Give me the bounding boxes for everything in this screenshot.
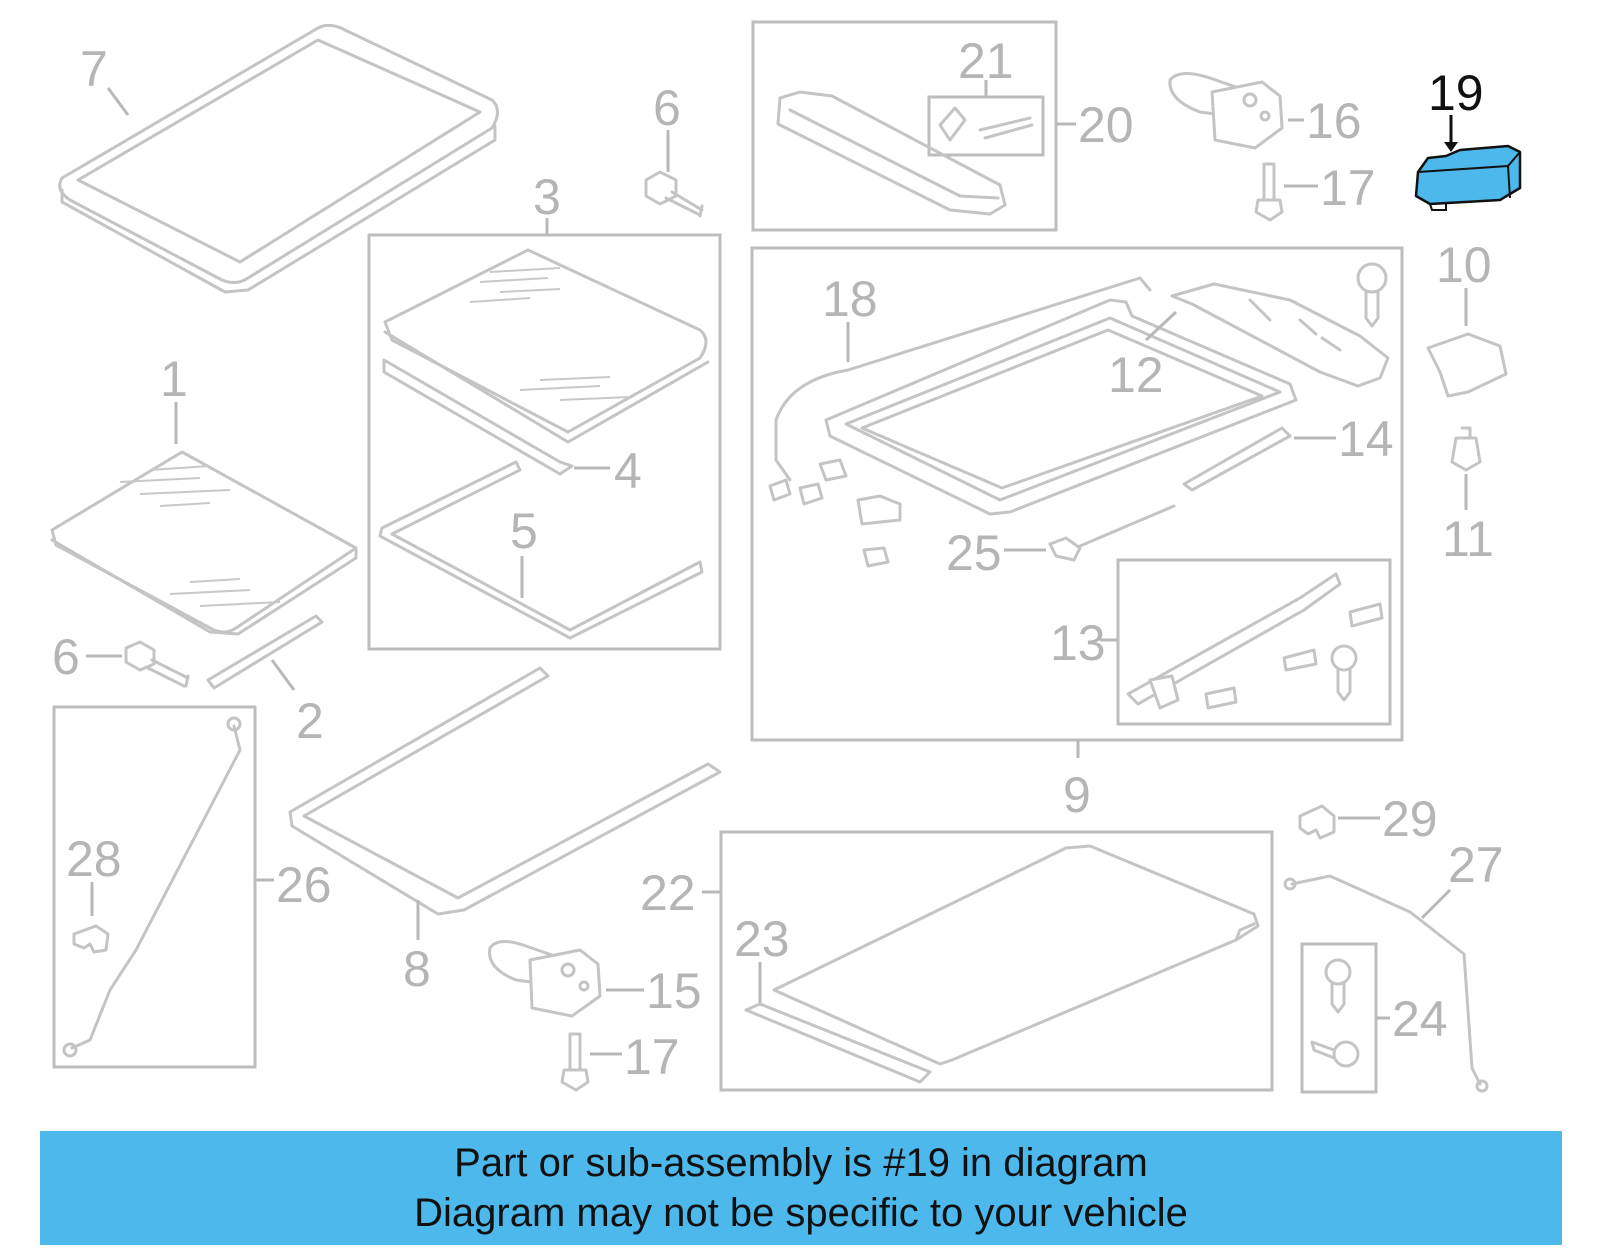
part-6-bolt-top [644,170,704,218]
label-20: 20 [1078,97,1134,153]
label-10: 10 [1436,237,1492,293]
label-22: 22 [640,865,696,921]
label-3: 3 [533,169,561,225]
part-22-sunshade [772,844,1260,1066]
part-6-bolt-left [124,640,190,688]
label-2: 2 [296,693,324,749]
part-7-glass-frame [58,23,499,294]
label-21: 21 [958,33,1014,89]
banner-line-1: Part or sub-assembly is #19 in diagram [454,1141,1148,1185]
box-20 [751,20,1058,232]
part-8-weatherstrip [288,666,722,916]
part-24-screws [1310,958,1360,1068]
part-4-seal [382,358,574,476]
part-26-drain-hose [62,716,242,1058]
box-3 [367,233,722,651]
label-11: 11 [1442,511,1494,567]
label-27: 27 [1448,837,1504,893]
label-23: 23 [734,911,790,967]
part-11-clip [1450,426,1482,472]
label-19: 19 [1428,65,1484,121]
label-17-bottom: 17 [624,1029,680,1085]
part-13-mechanism [1126,572,1384,710]
part-28-clip [72,924,110,954]
label-17-top: 17 [1320,160,1376,216]
part-25-cable [1048,504,1176,562]
label-13: 13 [1050,615,1106,671]
part-10-bracket [1426,332,1508,398]
part-29-clip [1298,804,1336,840]
part-2-strip [206,614,324,690]
box-13 [1116,558,1392,726]
label-5: 5 [510,503,538,559]
part-1-glass [50,450,358,636]
label-18: 18 [822,271,878,327]
label-28: 28 [66,831,122,887]
label-6-left: 6 [52,629,80,685]
label-4: 4 [614,443,642,499]
part-17-bolt-bottom [560,1032,590,1092]
part-18-harness [768,276,1152,568]
label-9: 9 [1063,767,1091,823]
label-7: 7 [80,41,108,97]
label-8: 8 [403,941,431,997]
info-banner: Part or sub-assembly is #19 in diagram D… [40,1131,1562,1245]
label-14: 14 [1338,411,1394,467]
label-24: 24 [1392,991,1448,1047]
part-15-motor [488,940,602,1018]
part-21-clips [938,106,1034,142]
leader-7 [106,87,130,116]
label-16: 16 [1306,93,1362,149]
label-15: 15 [646,963,702,1019]
part-9-frame [824,298,1298,516]
label-1: 1 [160,351,188,407]
part-16-motor [1168,72,1284,150]
part-19-highlighted[interactable] [1414,144,1522,211]
label-6-top: 6 [653,80,681,136]
part-20-deflector [776,90,1007,216]
box-26 [52,705,257,1069]
part-17-bolt-top [1254,162,1284,222]
label-12: 12 [1108,347,1164,403]
part-5-weatherstrip [378,460,704,640]
label-26: 26 [276,857,332,913]
part-3-glass-panel [383,248,710,444]
label-29: 29 [1382,791,1438,847]
part-27-drain-hose [1283,874,1489,1093]
part-23-strip [744,1002,932,1084]
part-12-bracket [1170,282,1390,388]
banner-line-2: Diagram may not be specific to your vehi… [414,1191,1188,1235]
part-14-cable [1182,426,1292,492]
box-22 [719,830,1274,1092]
label-25: 25 [946,525,1002,581]
part-12-screw [1356,262,1388,328]
